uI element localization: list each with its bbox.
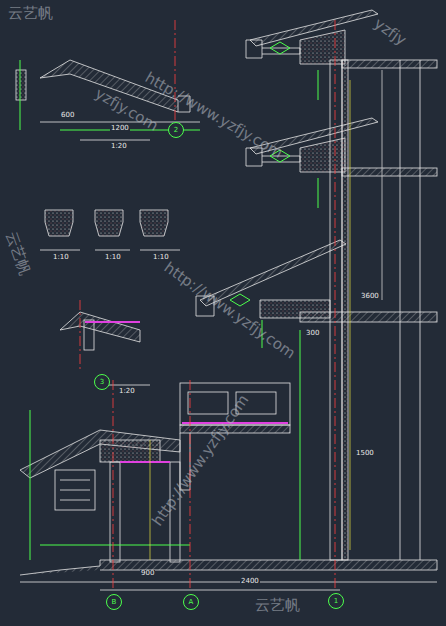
dimension: 1200 xyxy=(110,125,130,132)
dimension: 1500 xyxy=(355,450,375,457)
watermark: yzfjy xyxy=(371,16,408,48)
scale-note: 1:20 xyxy=(110,143,128,150)
watermark: 云艺帆 xyxy=(8,6,53,21)
scale-note: 1:10 xyxy=(52,254,70,261)
scale-note: 1:20 xyxy=(118,388,136,395)
axis-bubble: 3 xyxy=(94,374,110,390)
dimension: 300 xyxy=(305,330,320,337)
axis-bubble: 2 xyxy=(168,122,184,138)
axis-letter: A xyxy=(189,598,194,606)
axis-letter: 3 xyxy=(100,378,104,386)
axis-letter: 2 xyxy=(174,126,178,134)
axis-letter: B xyxy=(112,598,117,606)
axis-bubble: 1 xyxy=(328,593,344,609)
dimension: 900 xyxy=(140,570,155,577)
dimension: 600 xyxy=(60,112,75,119)
axis-letter: 1 xyxy=(334,597,338,605)
watermark: 云艺帆 xyxy=(3,230,32,277)
scale-note: 1:10 xyxy=(152,254,170,261)
watermark: http://www.yzfjy.com xyxy=(143,70,286,161)
axis-bubble: A xyxy=(183,594,199,610)
watermark: 云艺帆 xyxy=(255,598,300,613)
scale-note: 1:10 xyxy=(104,254,122,261)
dimension: 2400 xyxy=(240,578,260,585)
axis-bubble: B xyxy=(106,594,122,610)
watermark: http://www.yzfjy.com xyxy=(150,392,252,528)
dimension: 3600 xyxy=(360,293,380,300)
